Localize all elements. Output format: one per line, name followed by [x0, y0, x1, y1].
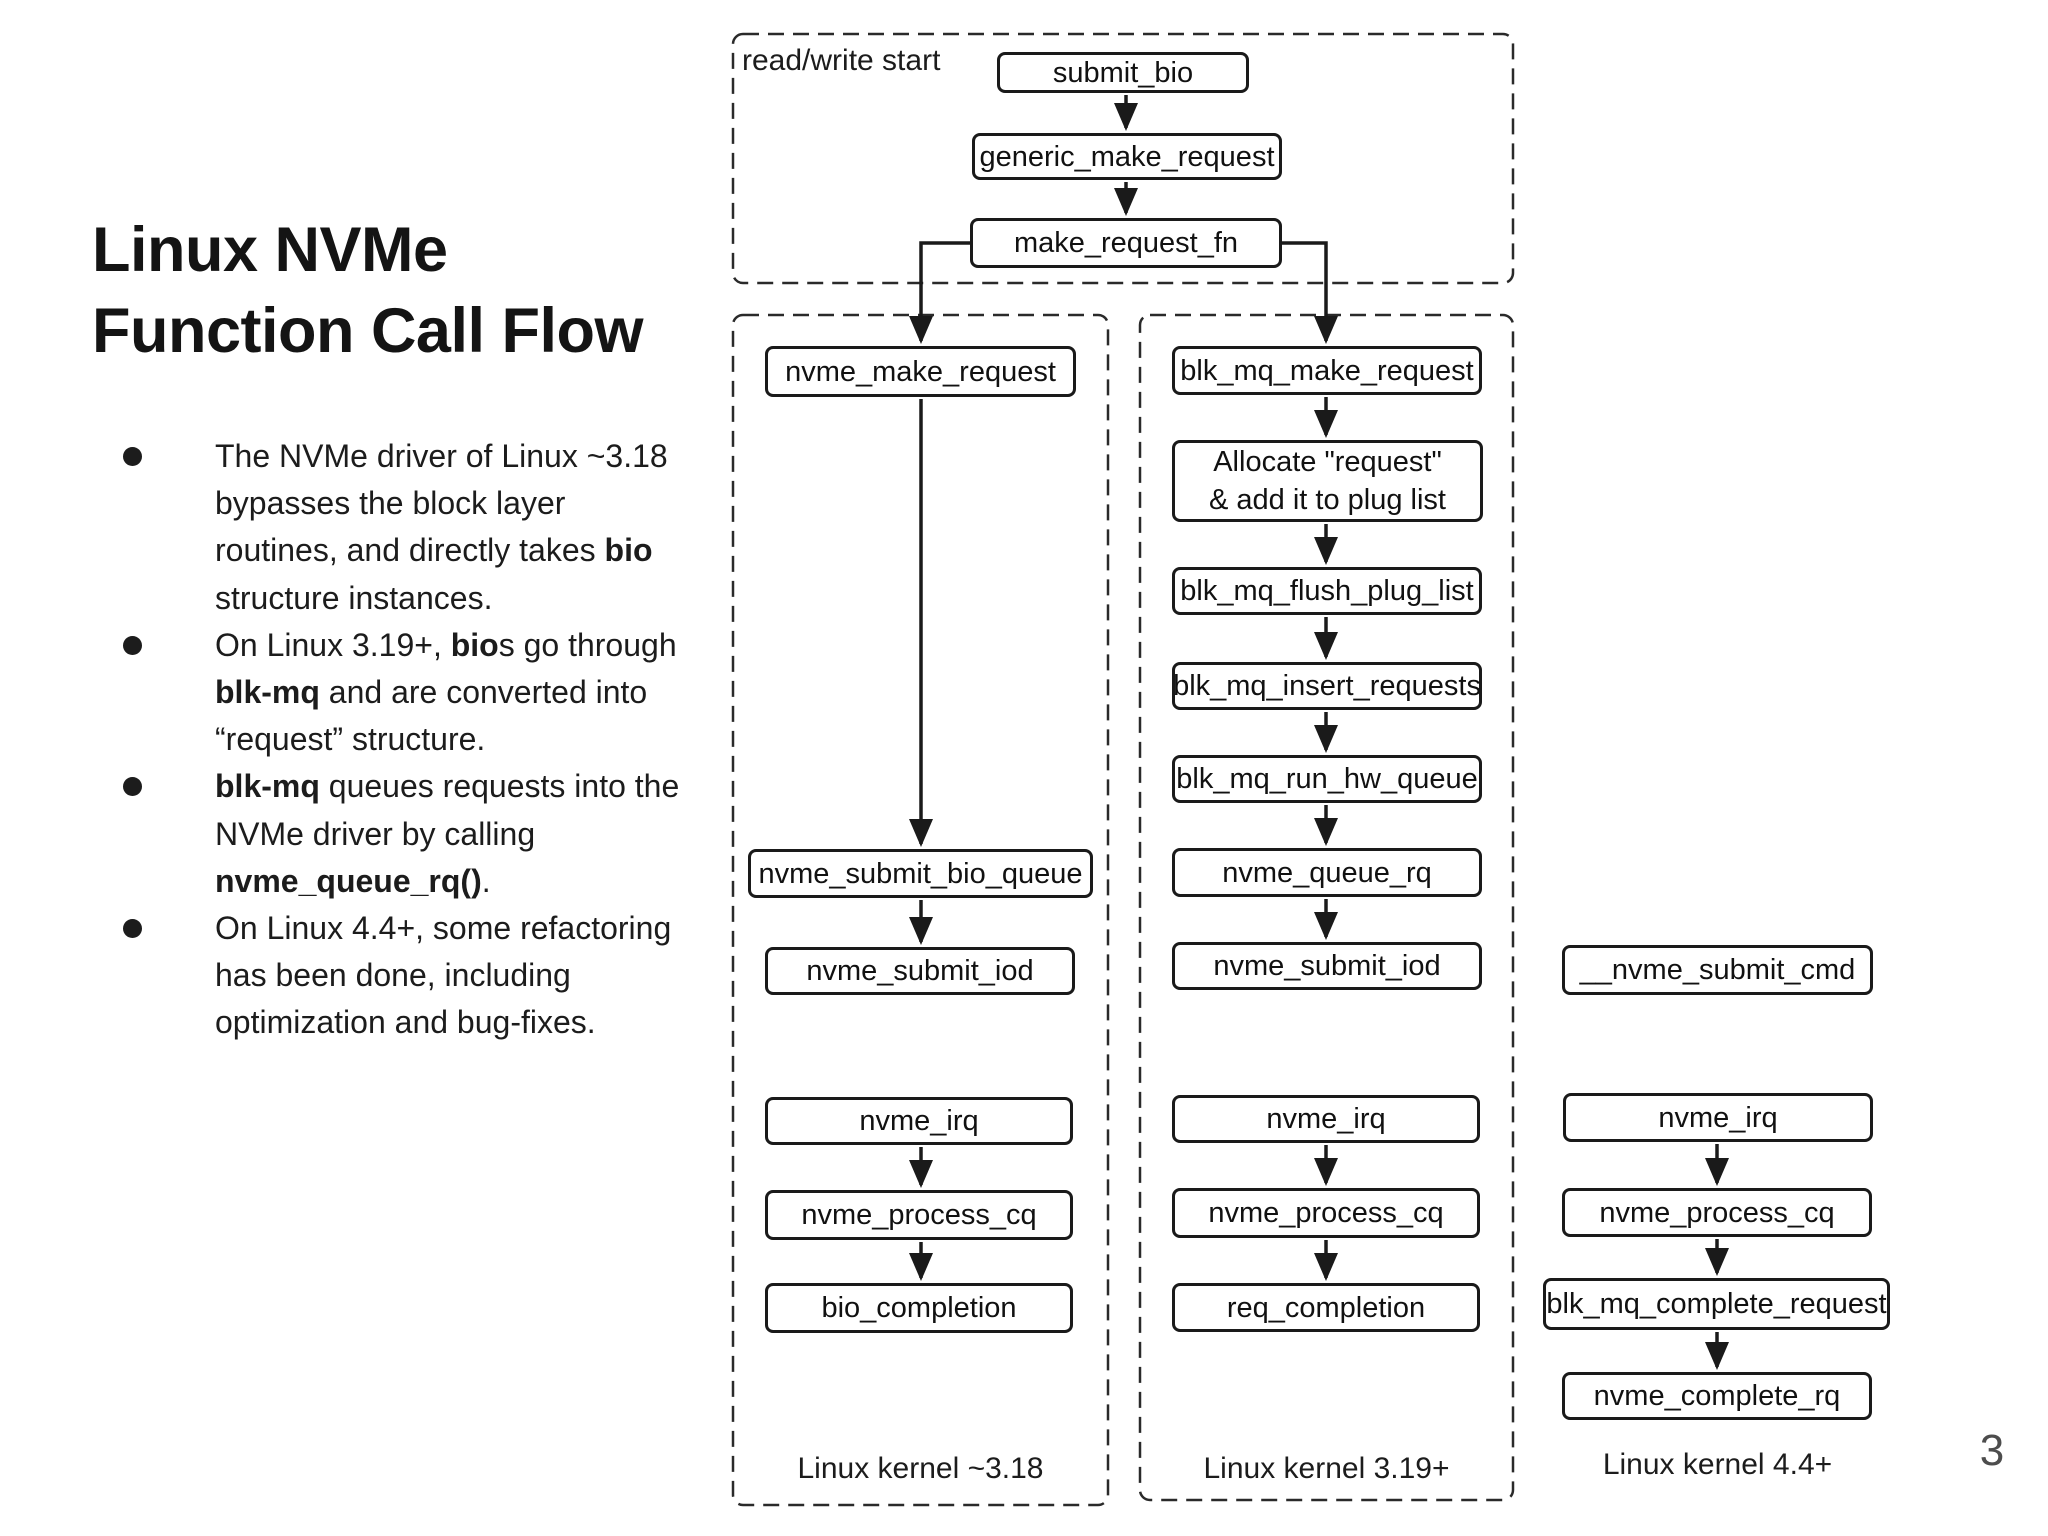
node-bio-completion: bio_completion — [765, 1283, 1073, 1333]
bullet-text-segment: On Linux 3.19+, — [215, 626, 451, 663]
start-group-label: read/write start — [742, 44, 941, 77]
node-nvme-submit-iod-319: nvme_submit_iod — [1172, 942, 1482, 990]
bullet-text-segment: queues requests into the NVMe driver by … — [215, 768, 680, 852]
connector-makerequestfn-blkmqmakerequest — [1282, 241, 1338, 344]
node-nvme-queue-rq: nvme_queue_rq — [1172, 848, 1482, 897]
node-allocate-request-plug-list: Allocate "request" & add it to plug list — [1172, 440, 1483, 522]
node-blk-mq-run-hw-queue: blk_mq_run_hw_queue — [1172, 755, 1482, 803]
bullet-item: On Linux 4.4+, some refactoring has been… — [122, 905, 685, 1047]
bullet-text-segment-bold: nvme_queue_rq() — [215, 862, 482, 899]
node-blk-mq-flush-plug-list: blk_mq_flush_plug_list — [1172, 567, 1482, 615]
bullet-text-segment: and are converted into “request” structu… — [215, 674, 648, 758]
column-label-kernel-319: Linux kernel 3.19+ — [1203, 1452, 1450, 1485]
title-line-1: Linux NVMe — [92, 215, 448, 285]
bullet-text-segment: The NVMe driver of Linux ~3.18 bypasses … — [215, 438, 668, 569]
page-title: Linux NVMe Function Call Flow — [92, 210, 643, 372]
node-blk-mq-make-request: blk_mq_make_request — [1172, 346, 1482, 395]
node-nvme-complete-rq: nvme_complete_rq — [1562, 1372, 1872, 1420]
bullet-list: The NVMe driver of Linux ~3.18 bypasses … — [122, 433, 685, 1047]
bullet-text: The NVMe driver of Linux ~3.18 bypasses … — [215, 438, 668, 616]
node-nvme-irq-318: nvme_irq — [765, 1097, 1073, 1145]
bullet-dot — [123, 635, 142, 655]
bullet-text-segment-bold: blk-mq — [215, 674, 320, 711]
node-generic-make-request: generic_make_request — [972, 133, 1282, 180]
node-nvme-make-request: nvme_make_request — [765, 346, 1076, 397]
node-nvme-irq-319: nvme_irq — [1172, 1095, 1480, 1143]
bullet-text: On Linux 3.19+, bios go through blk-mq a… — [215, 627, 677, 757]
bullet-text: On Linux 4.4+, some refactoring has been… — [215, 910, 671, 1040]
bullet-dot — [123, 777, 142, 797]
node-nvme-process-cq-318: nvme_process_cq — [765, 1190, 1073, 1240]
bullet-text-segment-bold: bio — [450, 626, 499, 663]
node-nvme-irq-44: nvme_irq — [1563, 1093, 1873, 1142]
bullet-text-segment-bold: bio — [604, 532, 653, 569]
node-req-completion: req_completion — [1172, 1283, 1480, 1332]
node-nvme-submit-cmd: __nvme_submit_cmd — [1562, 945, 1873, 995]
bullet-text-segment: . — [481, 862, 491, 899]
bullet-text-segment: structure instances. — [215, 579, 493, 616]
bullet-text-segment-bold: blk-mq — [215, 768, 320, 805]
dashed-group-read-write-start — [731, 32, 1515, 285]
connector-makerequestfn-nvmemakerequest — [909, 241, 970, 344]
bullet-text-segment: s go through — [498, 626, 677, 663]
bullet-text-segment: On Linux 4.4+, some refactoring has been… — [215, 910, 672, 1041]
bullet-item: On Linux 3.19+, bios go through blk-mq a… — [122, 622, 685, 764]
bullet-item: blk-mq queues requests into the NVMe dri… — [122, 763, 685, 905]
column-label-kernel-318: Linux kernel ~3.18 — [797, 1452, 1044, 1485]
node-submit-bio: submit_bio — [997, 52, 1249, 93]
node-nvme-submit-bio-queue: nvme_submit_bio_queue — [748, 849, 1093, 898]
page-number: 3 — [1979, 1426, 2005, 1475]
bullet-text: blk-mq queues requests into the NVMe dri… — [215, 768, 679, 898]
column-label-kernel-44: Linux kernel 4.4+ — [1602, 1448, 1833, 1481]
node-nvme-process-cq-319: nvme_process_cq — [1172, 1188, 1480, 1238]
node-nvme-process-cq-44: nvme_process_cq — [1562, 1188, 1872, 1237]
bullet-dot — [123, 919, 142, 939]
bullet-dot — [123, 447, 142, 466]
title-line-2: Function Call Flow — [92, 296, 643, 366]
node-nvme-submit-iod-318: nvme_submit_iod — [765, 947, 1075, 995]
node-make-request-fn: make_request_fn — [970, 218, 1282, 268]
node-blk-mq-insert-requests: blk_mq_insert_requests — [1172, 662, 1482, 710]
node-blk-mq-complete-request: blk_mq_complete_request — [1543, 1278, 1890, 1330]
bullet-item: The NVMe driver of Linux ~3.18 bypasses … — [122, 433, 685, 622]
